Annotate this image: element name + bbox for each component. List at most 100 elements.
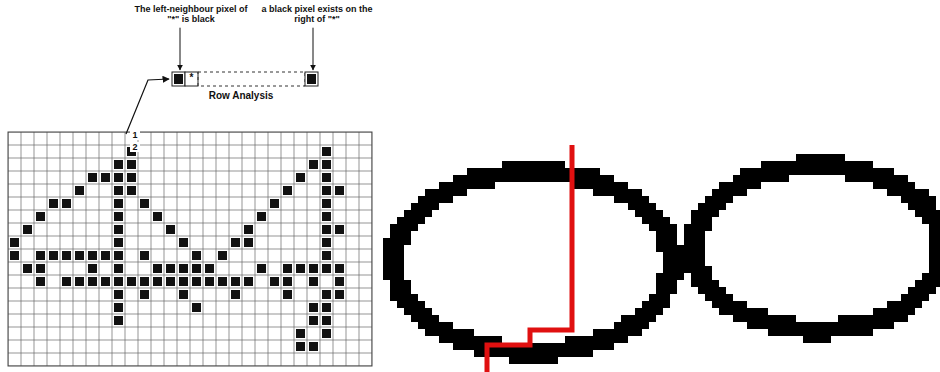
figure-pixel xyxy=(929,287,936,294)
black-pixel xyxy=(179,238,188,247)
figure-pixel xyxy=(922,273,929,280)
figure-pixel xyxy=(635,322,642,329)
figure-pixel xyxy=(432,203,439,210)
figure-pixel xyxy=(831,329,838,336)
figure-pixel xyxy=(908,203,915,210)
figure-pixel xyxy=(796,322,803,329)
black-pixel xyxy=(296,342,305,351)
figure-pixel xyxy=(446,196,453,203)
figure-pixel xyxy=(544,168,551,175)
figure-pixel xyxy=(796,168,803,175)
figure-pixel xyxy=(754,315,761,322)
figure-pixel xyxy=(936,210,940,217)
figure-pixel xyxy=(425,196,432,203)
figure-pixel xyxy=(390,273,397,280)
figure-pixel xyxy=(495,168,502,175)
figure-pixel xyxy=(810,168,817,175)
figure-pixel xyxy=(698,287,705,294)
figure-pixel xyxy=(404,238,411,245)
black-pixel xyxy=(296,264,305,273)
black-pixel xyxy=(296,173,305,182)
figure-pixel xyxy=(929,238,936,245)
figure-pixel xyxy=(635,329,642,336)
figure-pixel xyxy=(719,203,726,210)
figure-pixel xyxy=(663,273,670,280)
figure-pixel xyxy=(649,203,656,210)
black-pixel xyxy=(283,290,292,299)
step-number: 1 xyxy=(130,130,140,140)
figure-pixel xyxy=(894,315,901,322)
figure-pixel xyxy=(635,308,642,315)
figure-pixel xyxy=(446,189,453,196)
figure-pixel xyxy=(705,273,712,280)
figure-pixel xyxy=(621,322,628,329)
figure-pixel xyxy=(649,217,656,224)
black-pixel xyxy=(179,277,188,286)
black-pixel xyxy=(322,225,331,234)
black-pixel xyxy=(114,303,123,312)
figure-pixel xyxy=(642,210,649,217)
figure-pixel xyxy=(908,182,915,189)
figure-pixel xyxy=(432,189,439,196)
figure-pixel xyxy=(656,210,663,217)
figure-pixel xyxy=(866,315,873,322)
black-pixel xyxy=(335,225,344,234)
figure-pixel xyxy=(390,238,397,245)
figure-pixel xyxy=(747,175,754,182)
figure-pixel xyxy=(838,154,845,161)
figure-pixel xyxy=(747,315,754,322)
figure-pixel xyxy=(670,287,677,294)
figure-pixel xyxy=(530,357,537,364)
black-pixel xyxy=(88,173,97,182)
figure-pixel xyxy=(663,238,670,245)
figure-pixel xyxy=(488,175,495,182)
figure-pixel xyxy=(733,189,740,196)
figure-pixel xyxy=(656,217,663,224)
figure-pixel xyxy=(866,329,873,336)
step-number: 2 xyxy=(130,142,140,152)
figure-pixel xyxy=(453,182,460,189)
figure-pixel xyxy=(810,336,817,343)
figure-pixel xyxy=(740,308,747,315)
figure-pixel xyxy=(474,175,481,182)
figure-pixel xyxy=(712,203,719,210)
figure-pixel xyxy=(453,329,460,336)
black-pixel xyxy=(101,277,110,286)
figure-pixel xyxy=(411,308,418,315)
figure-pixel xyxy=(831,168,838,175)
figure-pixel xyxy=(747,182,754,189)
figure-pixel xyxy=(719,308,726,315)
figure-pixel xyxy=(803,161,810,168)
figure-pixel xyxy=(390,252,397,259)
figure-pixel xyxy=(789,329,796,336)
figure-pixel xyxy=(488,336,495,343)
figure-pixel xyxy=(796,161,803,168)
black-pixel xyxy=(322,316,331,325)
figure-pixel xyxy=(649,294,656,301)
figure-pixel xyxy=(516,168,523,175)
black-pixel xyxy=(179,290,188,299)
figure-pixel xyxy=(404,217,411,224)
figure-pixel xyxy=(887,168,894,175)
black-pixel xyxy=(114,316,123,325)
black-pixel xyxy=(140,251,149,260)
figure-pixel xyxy=(530,168,537,175)
black-pixel xyxy=(166,225,175,234)
figure-pixel xyxy=(509,350,516,357)
figure-pixel xyxy=(922,280,929,287)
figure-pixel xyxy=(768,315,775,322)
red-path xyxy=(487,145,572,372)
figure-pixel xyxy=(880,315,887,322)
figure-pixel xyxy=(789,322,796,329)
figure-pixel xyxy=(859,168,866,175)
figure-pixel xyxy=(572,350,579,357)
figure-pixel xyxy=(656,231,663,238)
figure-pixel xyxy=(915,294,922,301)
figure-pixel xyxy=(908,189,915,196)
figure-pixel xyxy=(523,161,530,168)
figure-pixel xyxy=(929,217,936,224)
black-pixel xyxy=(49,251,58,260)
black-pixel xyxy=(62,277,71,286)
black-pixel xyxy=(283,186,292,195)
